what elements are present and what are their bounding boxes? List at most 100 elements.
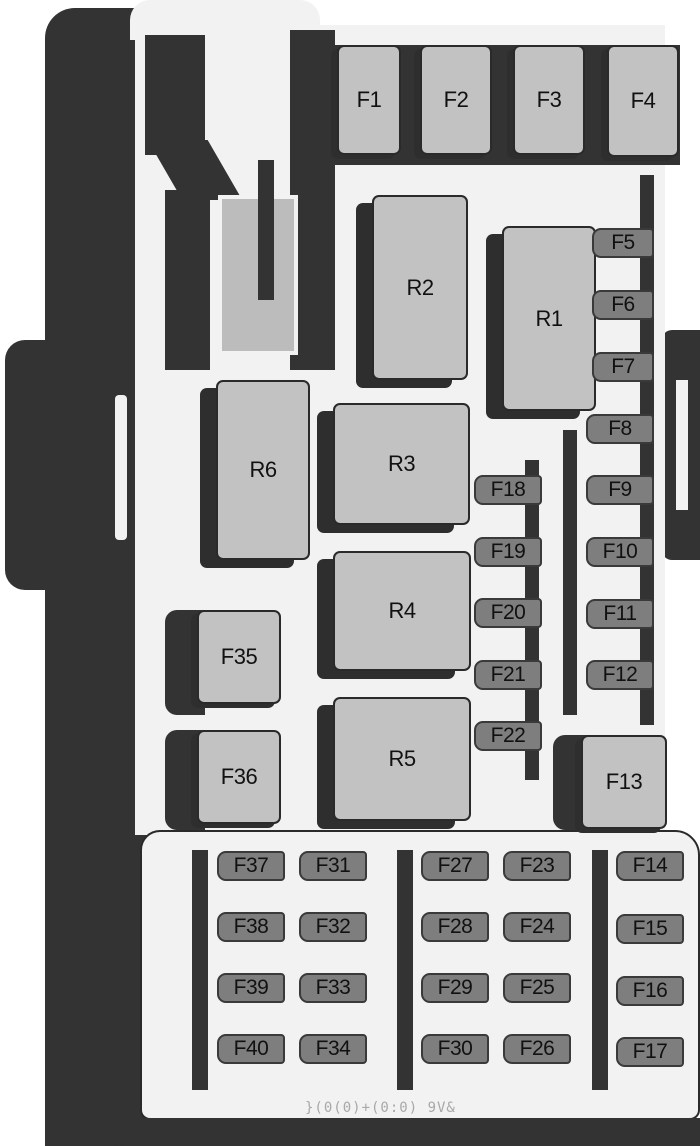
relay-R3[interactable]: R3 — [333, 403, 470, 525]
fuse-F13[interactable]: F13 — [581, 735, 667, 829]
fuse-F37[interactable]: F37 — [217, 851, 285, 881]
fuse-label: F28 — [437, 915, 473, 938]
fuse-label: F12 — [602, 663, 638, 686]
fuse-label: F22 — [490, 724, 526, 747]
fuse-F10[interactable]: F10 — [586, 537, 654, 567]
fuse-F30[interactable]: F30 — [421, 1034, 489, 1064]
fuse-F11[interactable]: F11 — [586, 599, 654, 629]
fuse-F39[interactable]: F39 — [217, 973, 285, 1003]
right-clip-slot — [676, 380, 688, 510]
relay-label: R1 — [535, 305, 563, 331]
fuse-label: F18 — [490, 478, 526, 501]
fuse-label: F3 — [536, 87, 562, 112]
fuse-label: F25 — [519, 976, 555, 999]
fuse-F32[interactable]: F32 — [299, 912, 367, 942]
fuse-label: F26 — [519, 1037, 555, 1060]
bottom-rail-1 — [192, 850, 208, 1090]
fuse-F3[interactable]: F3 — [513, 45, 585, 155]
fuse-F2[interactable]: F2 — [420, 45, 492, 155]
fuse-F24[interactable]: F24 — [503, 912, 571, 942]
fuse-F27[interactable]: F27 — [421, 851, 489, 881]
fuse-F29[interactable]: F29 — [421, 973, 489, 1003]
fuse-label: F11 — [603, 602, 637, 625]
bottom-rail-2 — [397, 850, 413, 1090]
fuse-label: F16 — [632, 979, 668, 1002]
fuse-F31[interactable]: F31 — [299, 851, 367, 881]
fuse-F7[interactable]: F7 — [592, 352, 654, 382]
relay-label: R2 — [406, 274, 434, 300]
fuse-label: F6 — [611, 293, 635, 316]
bottom-rail-3 — [592, 850, 608, 1090]
fuse-label: F7 — [611, 355, 635, 378]
fuse-F20[interactable]: F20 — [474, 598, 542, 628]
fuse-label: F2 — [443, 87, 469, 112]
fuse-label: F27 — [437, 854, 473, 877]
fuse-F19[interactable]: F19 — [474, 537, 542, 567]
fuse-label: F4 — [630, 88, 656, 113]
left-clip-slot — [115, 395, 127, 540]
fuse-F26[interactable]: F26 — [503, 1034, 571, 1064]
fuse-label: F39 — [233, 976, 269, 999]
relay-R5[interactable]: R5 — [333, 697, 471, 821]
fuse-F17[interactable]: F17 — [616, 1037, 684, 1067]
fuse-label: F31 — [315, 854, 351, 877]
fuse-F6[interactable]: F6 — [592, 290, 654, 320]
left-mounting-clip — [5, 340, 155, 590]
housing-lower-left-taper — [45, 830, 145, 1146]
fuse-label: F20 — [490, 601, 526, 624]
fuse-F5[interactable]: F5 — [592, 228, 654, 258]
fuse-F1[interactable]: F1 — [337, 45, 401, 155]
fuse-F34[interactable]: F34 — [299, 1034, 367, 1064]
fuse-label: F9 — [608, 478, 632, 501]
fuse-F25[interactable]: F25 — [503, 973, 571, 1003]
fuse-F8[interactable]: F8 — [586, 414, 654, 444]
fuse-F14[interactable]: F14 — [616, 851, 684, 881]
fuse-label: F33 — [315, 976, 351, 999]
relay-R2[interactable]: R2 — [372, 195, 468, 380]
fuse-label: F38 — [233, 915, 269, 938]
fuse-F9[interactable]: F9 — [586, 475, 654, 505]
fuse-F36[interactable]: F36 — [197, 730, 281, 824]
fuse-label: F14 — [632, 854, 668, 877]
fuse-label: F34 — [315, 1037, 351, 1060]
fuse-label: F23 — [519, 854, 555, 877]
relay-R4[interactable]: R4 — [333, 551, 471, 671]
fuse-label: F5 — [611, 231, 635, 254]
relay-label: R3 — [387, 451, 416, 476]
latch-arm-outer — [145, 35, 205, 155]
molded-marking: }(0(0)+(0:0) 9V& — [305, 1100, 456, 1116]
fuse-F21[interactable]: F21 — [474, 660, 542, 690]
fuse-F16[interactable]: F16 — [616, 976, 684, 1006]
fuse-label: F30 — [437, 1037, 473, 1060]
fuse-label: F13 — [605, 769, 643, 794]
fuse-F15[interactable]: F15 — [616, 914, 684, 944]
fuse-F4[interactable]: F4 — [607, 45, 679, 157]
relay-label: R6 — [249, 457, 277, 482]
fuse-label: F19 — [490, 540, 526, 563]
center-rail — [563, 430, 577, 715]
fuse-label: F24 — [519, 915, 555, 938]
fuse-label: F37 — [233, 854, 269, 877]
fuse-F28[interactable]: F28 — [421, 912, 489, 942]
fuse-label: F10 — [602, 540, 638, 563]
fuse-F22[interactable]: F22 — [474, 721, 542, 751]
fuse-F33[interactable]: F33 — [299, 973, 367, 1003]
cavity-divider — [258, 160, 274, 300]
fuse-label: F36 — [220, 764, 258, 789]
fuse-F23[interactable]: F23 — [503, 851, 571, 881]
fuse-label: F17 — [632, 1040, 668, 1063]
relay-R1[interactable]: R1 — [502, 226, 596, 411]
housing-bottom-edge — [140, 1118, 700, 1146]
relay-label: R4 — [388, 598, 416, 623]
fuse-F18[interactable]: F18 — [474, 475, 542, 505]
fuse-label: F32 — [315, 915, 351, 938]
fuse-label: F35 — [220, 644, 258, 669]
fuse-F40[interactable]: F40 — [217, 1034, 285, 1064]
fuse-label: F8 — [608, 417, 632, 440]
fuse-F12[interactable]: F12 — [586, 660, 654, 690]
latch-post-left — [165, 190, 210, 370]
relay-R6[interactable]: R6 — [216, 380, 310, 560]
fuse-F35[interactable]: F35 — [197, 610, 281, 704]
fuse-label: F29 — [437, 976, 473, 999]
fuse-F38[interactable]: F38 — [217, 912, 285, 942]
